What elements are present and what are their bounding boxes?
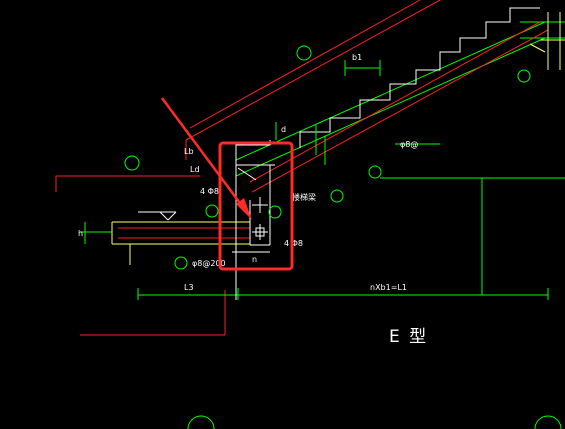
label-b1: b1 xyxy=(352,53,362,62)
label-ld: Ld xyxy=(190,165,200,174)
ref-circle-bottom-1 xyxy=(187,415,215,429)
beam-structure xyxy=(138,145,275,300)
rebar-lines xyxy=(55,0,549,336)
top-right-detail xyxy=(529,12,565,70)
label-side-note: 楼梯梁 xyxy=(292,192,316,202)
ref-circle-7 xyxy=(368,165,382,179)
landing-slab xyxy=(111,221,250,265)
ref-circle-2 xyxy=(124,155,140,171)
ref-circle-5 xyxy=(174,256,188,270)
annotations: b1 d Ld Lb h L3 nXb1=L1 φ8@ φ8@200 4 Φ8 … xyxy=(78,53,418,292)
label-h: h xyxy=(78,229,83,238)
label-dim-4: 4 Φ8 xyxy=(200,187,219,196)
ref-circle-1 xyxy=(296,45,312,61)
ref-circle-8 xyxy=(517,69,531,83)
crosshair-cursor-icon xyxy=(252,197,268,240)
red-arrow-head-icon xyxy=(236,198,252,220)
label-span: nXb1=L1 xyxy=(370,283,407,292)
label-rebar-dist: φ8@200 xyxy=(192,259,226,268)
label-lb: Lb xyxy=(184,147,194,156)
label-n: n xyxy=(252,255,257,264)
reference-circles xyxy=(124,45,562,429)
ref-circle-4 xyxy=(268,205,282,219)
ref-circle-6 xyxy=(330,189,344,203)
drawing-title: E 型 xyxy=(389,327,429,347)
ref-circle-bottom-2 xyxy=(534,415,562,429)
dimension-lines xyxy=(80,60,565,300)
label-top-note: φ8@ xyxy=(400,140,418,149)
label-d: d xyxy=(281,125,286,134)
highlight-box xyxy=(218,141,294,271)
ref-circle-3 xyxy=(205,204,219,218)
red-arrow-icon xyxy=(160,97,250,215)
label-dim-4b: 4 Φ8 xyxy=(284,239,303,248)
label-l3: L3 xyxy=(184,283,194,292)
